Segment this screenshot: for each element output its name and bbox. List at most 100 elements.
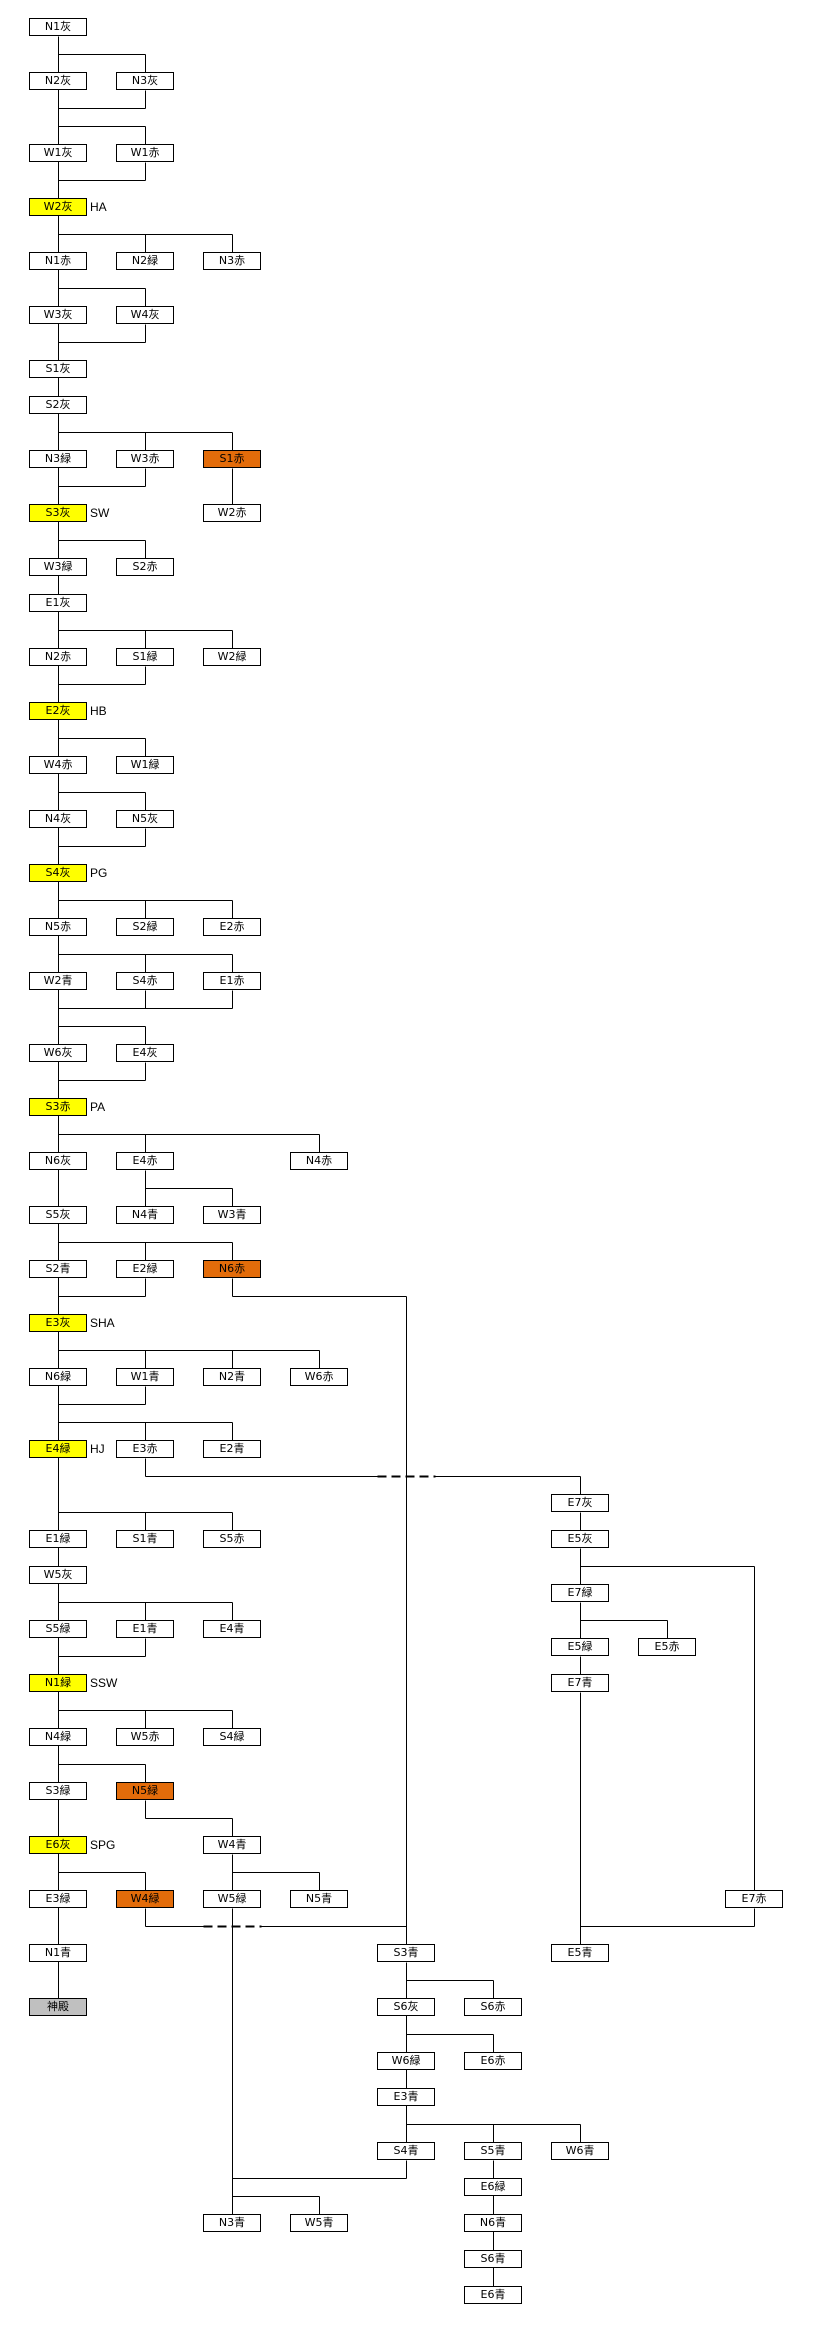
route-node[interactable]: W6灰	[29, 1044, 87, 1062]
route-node[interactable]: N5赤	[29, 918, 87, 936]
route-node[interactable]: E5赤	[638, 1638, 696, 1656]
route-node[interactable]: N1赤	[29, 252, 87, 270]
route-node[interactable]: N4赤	[290, 1152, 348, 1170]
alert-node[interactable]: N6赤	[203, 1260, 261, 1278]
route-node[interactable]: E2青	[203, 1440, 261, 1458]
route-node[interactable]: N5青	[290, 1890, 348, 1908]
route-node[interactable]: N6灰	[29, 1152, 87, 1170]
route-node[interactable]: E4赤	[116, 1152, 174, 1170]
route-node[interactable]: N5灰	[116, 810, 174, 828]
route-node[interactable]: W2赤	[203, 504, 261, 522]
route-node[interactable]: W1緑	[116, 756, 174, 774]
route-node[interactable]: E7灰	[551, 1494, 609, 1512]
route-node[interactable]: E1緑	[29, 1530, 87, 1548]
alert-node[interactable]: N5緑	[116, 1782, 174, 1800]
route-node[interactable]: E5緑	[551, 1638, 609, 1656]
route-node[interactable]: S4緑	[203, 1728, 261, 1746]
checkpoint-node[interactable]: S4灰	[29, 864, 87, 882]
route-node[interactable]: N1青	[29, 1944, 87, 1962]
route-node[interactable]: E1灰	[29, 594, 87, 612]
route-node[interactable]: W5緑	[203, 1890, 261, 1908]
route-node[interactable]: S3緑	[29, 1782, 87, 1800]
route-node[interactable]: E3青	[377, 2088, 435, 2106]
route-node[interactable]: E6緑	[464, 2178, 522, 2196]
route-node[interactable]: S3青	[377, 1944, 435, 1962]
route-node[interactable]: S5灰	[29, 1206, 87, 1224]
route-node[interactable]: W2青	[29, 972, 87, 990]
route-node[interactable]: E7緑	[551, 1584, 609, 1602]
route-node[interactable]: E6青	[464, 2286, 522, 2304]
route-node[interactable]: W3青	[203, 1206, 261, 1224]
alert-node[interactable]: S1赤	[203, 450, 261, 468]
route-node[interactable]: N4青	[116, 1206, 174, 1224]
route-node[interactable]: S1灰	[29, 360, 87, 378]
route-node[interactable]: N2緑	[116, 252, 174, 270]
route-node[interactable]: W1灰	[29, 144, 87, 162]
route-node[interactable]: W6赤	[290, 1368, 348, 1386]
route-node[interactable]: N3青	[203, 2214, 261, 2232]
route-node[interactable]: S4赤	[116, 972, 174, 990]
checkpoint-node[interactable]: E3灰	[29, 1314, 87, 1332]
route-node[interactable]: W4赤	[29, 756, 87, 774]
checkpoint-node[interactable]: W2灰	[29, 198, 87, 216]
checkpoint-node[interactable]: S3赤	[29, 1098, 87, 1116]
route-node[interactable]: W2緑	[203, 648, 261, 666]
route-node[interactable]: N4灰	[29, 810, 87, 828]
route-node[interactable]: S1青	[116, 1530, 174, 1548]
route-node[interactable]: E5灰	[551, 1530, 609, 1548]
route-node[interactable]: N1灰	[29, 18, 87, 36]
route-node[interactable]: S6灰	[377, 1998, 435, 2016]
route-node[interactable]: S5赤	[203, 1530, 261, 1548]
goal-node[interactable]: 神殿	[29, 1998, 87, 2016]
route-node[interactable]: S1緑	[116, 648, 174, 666]
route-node[interactable]: W5赤	[116, 1728, 174, 1746]
route-node[interactable]: E2緑	[116, 1260, 174, 1278]
route-node[interactable]: S2緑	[116, 918, 174, 936]
route-node[interactable]: S4青	[377, 2142, 435, 2160]
route-node[interactable]: S5青	[464, 2142, 522, 2160]
route-node[interactable]: W5灰	[29, 1566, 87, 1584]
route-node[interactable]: E6赤	[464, 2052, 522, 2070]
route-node[interactable]: N2赤	[29, 648, 87, 666]
route-node[interactable]: N6緑	[29, 1368, 87, 1386]
checkpoint-node[interactable]: E4緑	[29, 1440, 87, 1458]
alert-node[interactable]: W4緑	[116, 1890, 174, 1908]
route-node[interactable]: N3緑	[29, 450, 87, 468]
route-node[interactable]: S6赤	[464, 1998, 522, 2016]
route-node[interactable]: N3灰	[116, 72, 174, 90]
route-node[interactable]: W4青	[203, 1836, 261, 1854]
route-node[interactable]: W1青	[116, 1368, 174, 1386]
route-node[interactable]: E7赤	[725, 1890, 783, 1908]
route-node[interactable]: W3赤	[116, 450, 174, 468]
checkpoint-node[interactable]: E6灰	[29, 1836, 87, 1854]
route-node[interactable]: W5青	[290, 2214, 348, 2232]
checkpoint-node[interactable]: E2灰	[29, 702, 87, 720]
route-node[interactable]: E3緑	[29, 1890, 87, 1908]
route-node[interactable]: E3赤	[116, 1440, 174, 1458]
route-node[interactable]: E2赤	[203, 918, 261, 936]
route-node[interactable]: W6緑	[377, 2052, 435, 2070]
route-node[interactable]: E1赤	[203, 972, 261, 990]
route-node[interactable]: N2青	[203, 1368, 261, 1386]
route-node[interactable]: W3灰	[29, 306, 87, 324]
route-node[interactable]: S5緑	[29, 1620, 87, 1638]
route-node[interactable]: N2灰	[29, 72, 87, 90]
route-node[interactable]: S2青	[29, 1260, 87, 1278]
route-node[interactable]: S6青	[464, 2250, 522, 2268]
route-node[interactable]: E7青	[551, 1674, 609, 1692]
route-node[interactable]: E1青	[116, 1620, 174, 1638]
route-node[interactable]: E4灰	[116, 1044, 174, 1062]
route-node[interactable]: W1赤	[116, 144, 174, 162]
checkpoint-node[interactable]: S3灰	[29, 504, 87, 522]
route-node[interactable]: W3緑	[29, 558, 87, 576]
route-node[interactable]: E5青	[551, 1944, 609, 1962]
checkpoint-node[interactable]: N1緑	[29, 1674, 87, 1692]
route-node[interactable]: W6青	[551, 2142, 609, 2160]
route-node[interactable]: S2赤	[116, 558, 174, 576]
route-node[interactable]: E4青	[203, 1620, 261, 1638]
route-node[interactable]: N4緑	[29, 1728, 87, 1746]
route-node[interactable]: N6青	[464, 2214, 522, 2232]
route-node[interactable]: S2灰	[29, 396, 87, 414]
route-node[interactable]: W4灰	[116, 306, 174, 324]
route-node[interactable]: N3赤	[203, 252, 261, 270]
